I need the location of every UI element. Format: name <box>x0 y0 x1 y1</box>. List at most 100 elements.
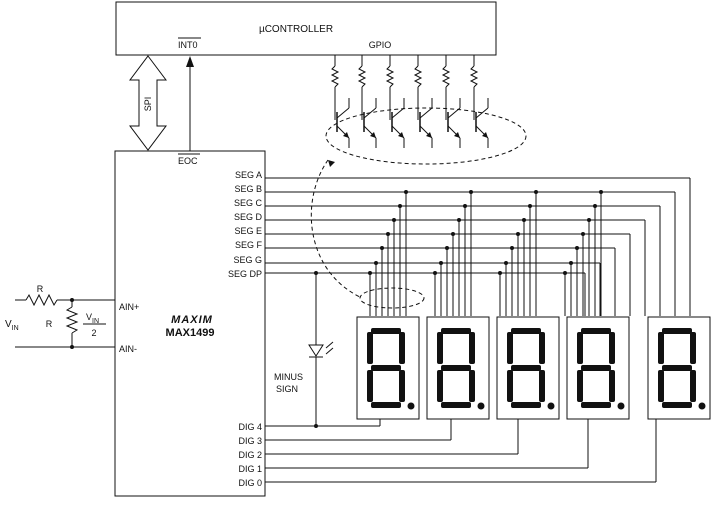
segment-bar <box>539 370 545 402</box>
dig-4-label: DIG 4 <box>238 422 262 432</box>
seg-a-label: SEG A <box>235 170 262 180</box>
bus-junction-dot <box>510 246 514 250</box>
bus-junction-dot <box>392 218 396 222</box>
eoc-label: EOC <box>178 156 198 166</box>
input-divider: R R VIN VIN 2 <box>5 284 115 349</box>
seg-d-label: SEG D <box>234 212 263 222</box>
transistor-collector <box>336 107 350 119</box>
dashed-connector-arrowhead <box>328 160 335 167</box>
segment-bar <box>511 328 541 334</box>
bus-junction-dot <box>593 204 597 208</box>
segment-bar <box>658 332 664 364</box>
seg-f-label: SEG F <box>235 240 263 250</box>
decimal-point <box>547 402 555 410</box>
seg-dp-label: SEG DP <box>228 269 262 279</box>
bus-junction-dot <box>528 204 532 208</box>
segment-bar <box>441 402 471 408</box>
segment-bar <box>367 370 373 402</box>
segment-labels: SEG A SEG B SEG C SEG D SEG E SEG F SEG … <box>228 170 263 279</box>
bus-junction-dot <box>386 232 390 236</box>
bus-junction-dot <box>374 261 378 265</box>
ain-plus-label: AIN+ <box>119 302 139 312</box>
dig-0-label: DIG 0 <box>238 478 262 488</box>
decimal-point <box>617 402 625 410</box>
transistor-arrow <box>398 132 404 138</box>
bus-junction-dot <box>599 190 603 194</box>
vin-fraction-denominator: 2 <box>91 328 96 338</box>
transistor-collector <box>475 107 489 119</box>
segment-bar <box>371 365 401 371</box>
segment-bar <box>469 370 475 402</box>
microcontroller-block: µCONTROLLER INT0 GPIO <box>115 1 497 56</box>
seven-segment-digit-1 <box>566 316 630 420</box>
segment-bar <box>662 402 692 408</box>
base-resistor <box>441 65 451 88</box>
base-resistor <box>385 65 395 88</box>
segment-bar <box>690 370 696 402</box>
part-number: MAX1499 <box>166 327 215 339</box>
segment-bar <box>658 370 664 402</box>
base-resistor <box>469 65 479 88</box>
segment-bar <box>609 370 615 402</box>
vin-label: VIN <box>5 319 19 332</box>
segment-bar <box>441 328 471 334</box>
seg-g-label: SEG G <box>233 255 262 265</box>
seg-b-label: SEG B <box>234 184 262 194</box>
bus-junction-dot <box>463 204 467 208</box>
segment-bar <box>690 332 696 364</box>
segment-bar <box>662 365 692 371</box>
segment-bar <box>469 332 475 364</box>
transistor-collector <box>391 107 405 119</box>
vin-fraction-numerator: VIN <box>86 312 99 325</box>
bus-junction-dot <box>534 190 538 194</box>
max1499-block: EOC MAXIM MAX1499 AIN+ AIN- <box>114 150 266 497</box>
segment-bar <box>437 332 443 364</box>
bus-junction-dot <box>469 190 473 194</box>
dig-2-label: DIG 2 <box>238 450 262 460</box>
minus-sign-label-line1: MINUS <box>274 372 303 382</box>
segment-bar <box>609 332 615 364</box>
eoc-int0-arrow <box>186 56 194 151</box>
digit-labels: DIG 4 DIG 3 DIG 2 DIG 1 DIG 0 <box>238 422 262 488</box>
int0-label: INT0 <box>178 40 198 50</box>
bus-junction-dot <box>380 246 384 250</box>
bus-junction-dot <box>368 271 372 275</box>
bus-junction-dot <box>404 190 408 194</box>
transistor-arrow <box>370 132 376 138</box>
bus-junction-dot <box>451 232 455 236</box>
base-resistor <box>413 65 423 88</box>
transistor-collector <box>419 107 433 119</box>
dig-3-label: DIG 3 <box>238 436 262 446</box>
seven-segment-digit-0 <box>647 316 711 420</box>
segment-bar <box>662 328 692 334</box>
seven-segment-digit-3 <box>426 316 490 420</box>
dig-1-label: DIG 1 <box>238 464 262 474</box>
resistor-r1-label: R <box>37 284 44 294</box>
segment-bar <box>581 365 611 371</box>
segment-bar <box>371 328 401 334</box>
bus-junction-dot <box>504 261 508 265</box>
bus-junction-dot <box>439 261 443 265</box>
bus-junction-dot <box>516 232 520 236</box>
segment-bar <box>581 328 611 334</box>
segment-bar <box>437 370 443 402</box>
segment-bar <box>507 370 513 402</box>
maxim-logo: MAXIM <box>171 314 213 326</box>
segment-bar <box>371 402 401 408</box>
seg-e-label: SEG E <box>234 226 262 236</box>
seven-segment-digit-4 <box>356 316 420 420</box>
bus-junction-dot <box>433 271 437 275</box>
minus-sign-led: MINUS SIGN <box>274 271 334 428</box>
transistor-arrow <box>343 132 349 138</box>
gpio-label: GPIO <box>369 40 392 50</box>
base-resistor <box>330 65 340 88</box>
segment-bar <box>511 402 541 408</box>
ain-minus-label: AIN- <box>119 344 137 354</box>
bus-junction-dot <box>398 204 402 208</box>
transistor-arrow <box>482 132 488 138</box>
bus-junction-dot <box>563 271 567 275</box>
bus-junction-dot <box>498 271 502 275</box>
transistor-arrow <box>454 132 460 138</box>
